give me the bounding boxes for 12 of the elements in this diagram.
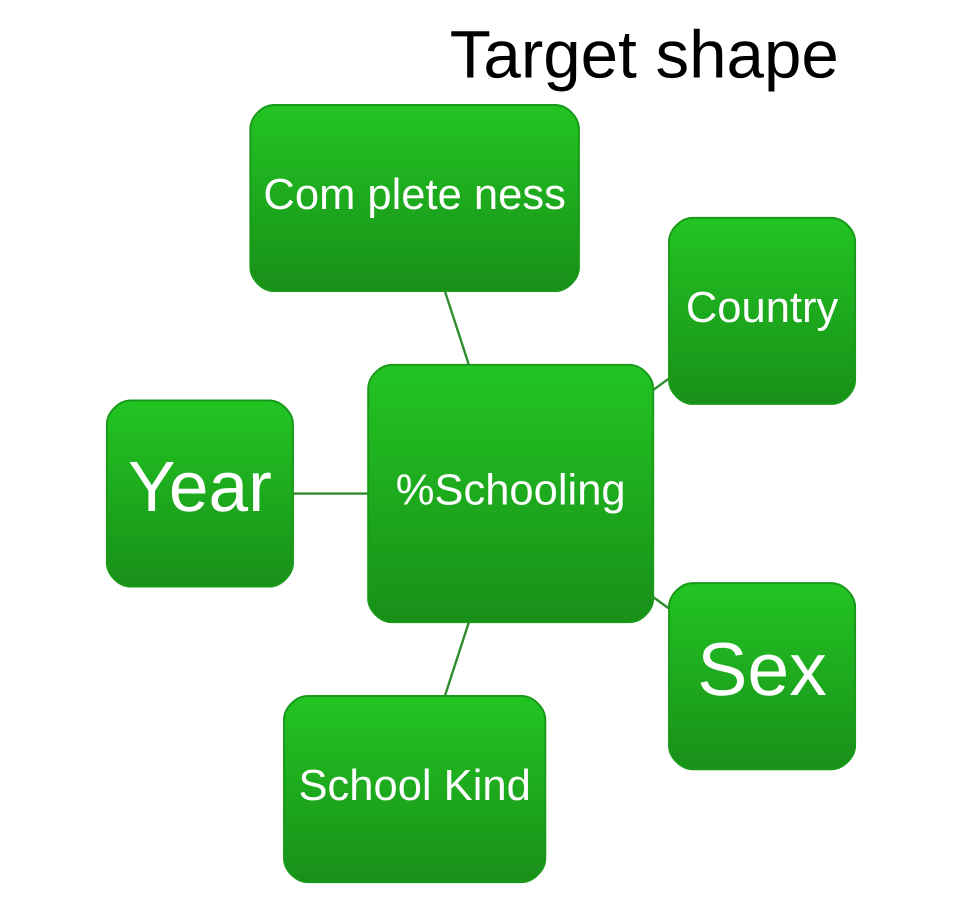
node-box: School Kind	[282, 695, 546, 884]
connector	[443, 622, 470, 696]
node-box: %Schooling	[366, 364, 654, 624]
connector	[652, 596, 669, 610]
node-box: Year	[105, 400, 294, 588]
diagram-title: Target shape	[449, 18, 838, 93]
node-box: Sex	[668, 582, 856, 770]
connector	[652, 378, 669, 391]
connector	[293, 492, 368, 495]
connector	[443, 291, 470, 366]
node-box: Com plete ness	[248, 104, 580, 292]
node-box: Country	[668, 216, 856, 405]
